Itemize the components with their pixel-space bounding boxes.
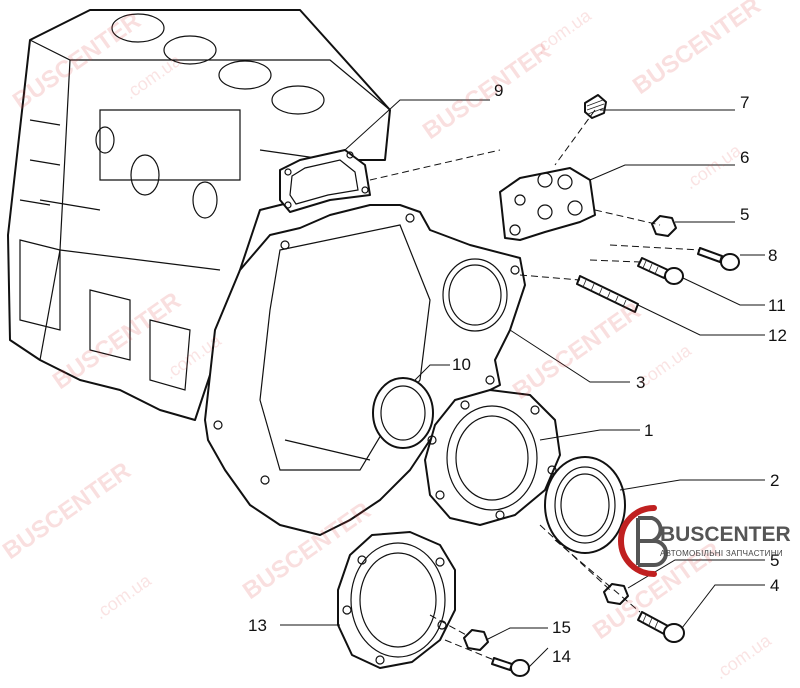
engine-block xyxy=(7,9,391,421)
buscenter-logo: BUSCENTER АВТОМОБІЛЬНІ ЗАПЧАСТИНИ xyxy=(618,505,791,577)
callout-7: 7 xyxy=(740,93,749,112)
callout-3: 3 xyxy=(636,373,645,392)
plug-7 xyxy=(584,94,607,119)
leader-lines xyxy=(280,99,765,669)
oil-seal-2 xyxy=(544,456,626,554)
callout-8: 8 xyxy=(768,246,777,265)
watermark-brand: BUSCENTER xyxy=(508,297,646,405)
assembly-lines xyxy=(369,109,701,661)
watermark-domain: .com.ua xyxy=(531,5,596,59)
watermark-domain: .com.ua xyxy=(711,630,776,684)
callout-1: 1 xyxy=(644,421,653,440)
timing-cover-plate xyxy=(204,204,526,536)
nut-15 xyxy=(463,629,489,651)
stud-12 xyxy=(576,275,639,313)
callout-13: 13 xyxy=(248,616,267,635)
callout-4: 4 xyxy=(770,576,779,595)
bolt-11 xyxy=(637,257,684,285)
bolt-4 xyxy=(637,611,685,643)
callout-14: 14 xyxy=(552,647,571,666)
callout-5-upper: 5 xyxy=(740,205,749,224)
callout-10: 10 xyxy=(452,355,471,374)
callout-5-lower: 5 xyxy=(770,551,779,570)
logo-tagline: АВТОМОБІЛЬНІ ЗАПЧАСТИНИ xyxy=(660,549,783,558)
rear-housing-13 xyxy=(337,531,456,669)
callout-9: 9 xyxy=(494,81,503,100)
callout-12: 12 xyxy=(768,326,787,345)
oil-seal-10 xyxy=(372,377,434,449)
watermark-domain: .com.ua xyxy=(631,340,696,394)
logo-mark xyxy=(618,505,657,577)
callout-11: 11 xyxy=(768,296,786,315)
watermark-domain: .com.ua xyxy=(681,140,746,194)
callout-15: 15 xyxy=(552,618,571,637)
callout-2: 2 xyxy=(770,471,779,490)
watermark-brand: BUSCENTER xyxy=(628,0,766,100)
watermark-domain: .com.ua xyxy=(91,570,156,624)
callout-6: 6 xyxy=(740,148,749,167)
gasket-9 xyxy=(279,149,371,213)
seal-housing-1 xyxy=(424,389,561,526)
nut-5-upper xyxy=(651,215,677,237)
logo-name: BUSCENTER xyxy=(660,523,791,546)
bolt-14 xyxy=(491,657,530,677)
bolt-8 xyxy=(697,247,740,271)
watermark-brand: BUSCENTER xyxy=(0,457,136,565)
bracket-6 xyxy=(499,167,596,241)
nut-5-lower xyxy=(603,583,629,605)
callouts: 9 7 6 5 8 11 12 3 10 1 2 5 4 13 15 14 xyxy=(248,81,787,666)
watermark-brand: BUSCENTER xyxy=(418,37,556,145)
